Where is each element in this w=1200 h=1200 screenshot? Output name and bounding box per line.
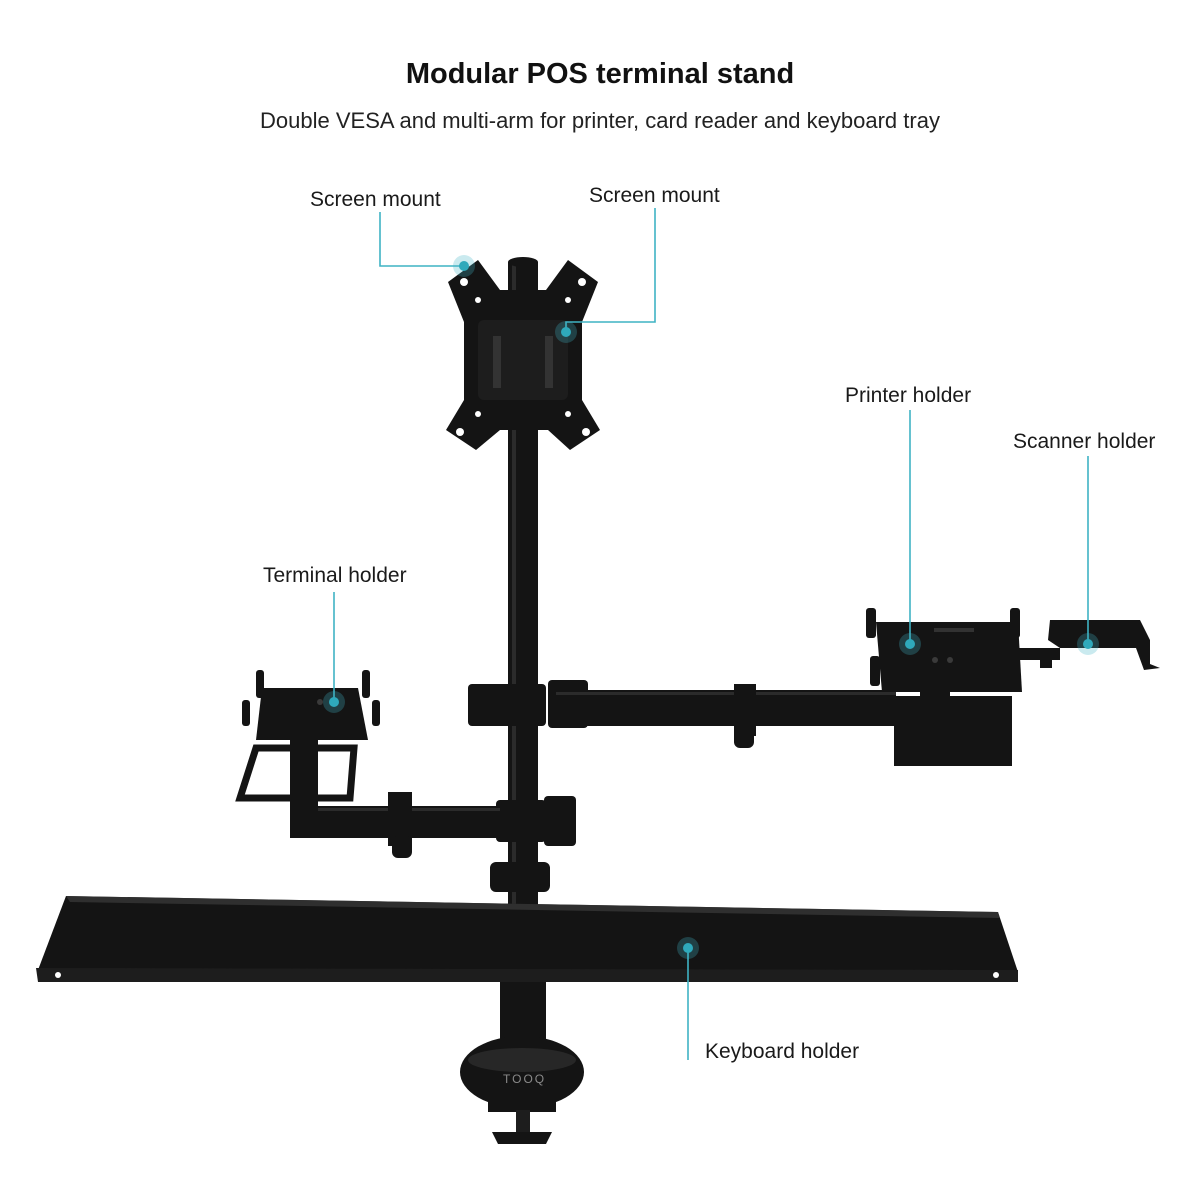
callout-label-scanner-holder: Scanner holder (1013, 430, 1155, 453)
pos-stand-illustration: TOOQ (36, 257, 1160, 1144)
callout-label-keyboard-holder: Keyboard holder (705, 1040, 859, 1063)
callout-screen-mount-right: Screen mount (555, 184, 720, 343)
callout-printer-holder: Printer holder (845, 384, 971, 655)
vesa-plate (446, 260, 600, 450)
keyboard-tray (36, 896, 1018, 982)
page-subtitle: Double VESA and multi-arm for printer, c… (260, 108, 940, 133)
callout-label-printer-holder: Printer holder (845, 384, 971, 407)
callout-screen-mount-left: Screen mount (310, 188, 475, 277)
page-title: Modular POS terminal stand (405, 58, 795, 90)
desk-clamp: TOOQ (460, 980, 584, 1144)
callout-keyboard-holder: Keyboard holder (677, 937, 859, 1063)
brand-mark: TOOQ (503, 1072, 546, 1086)
callout-label-screen-mount-left: Screen mount (310, 188, 441, 211)
callout-terminal-holder: Terminal holder (263, 564, 407, 713)
callout-scanner-holder: Scanner holder (1013, 430, 1155, 655)
printer-arm (468, 608, 1022, 766)
callout-label-terminal-holder: Terminal holder (263, 564, 407, 587)
callout-label-screen-mount-right: Screen mount (589, 184, 720, 207)
scanner-holder-part (1016, 620, 1160, 670)
terminal-arm (235, 670, 576, 858)
